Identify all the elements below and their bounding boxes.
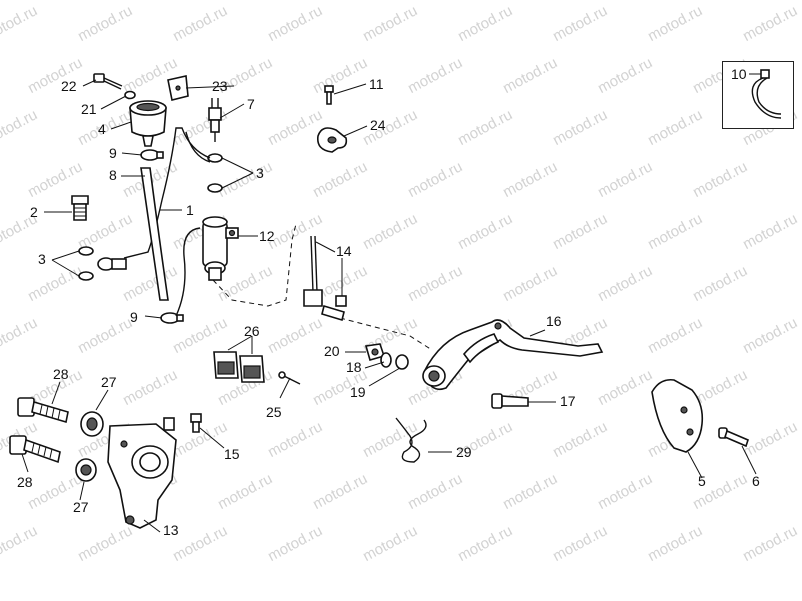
callout-13: 13 (163, 522, 179, 538)
hose-clip (316, 127, 348, 153)
callout-7: 7 (247, 96, 255, 112)
callout-11: 11 (369, 76, 384, 92)
callout-5: 5 (698, 473, 706, 489)
rear-master-cylinder (202, 216, 239, 281)
leader-lines (21, 79, 757, 533)
callout-27-upper: 27 (101, 374, 117, 390)
callout-6: 6 (752, 473, 760, 489)
brake-light-switch (208, 98, 222, 142)
pedal-pivot-bolt (491, 393, 529, 409)
callout-9-upper: 9 (109, 145, 117, 161)
callout-12: 12 (259, 228, 275, 244)
callout-25: 25 (266, 404, 282, 420)
sealing-washer-upper-2 (207, 183, 223, 193)
callout-23: 23 (212, 78, 228, 94)
sealing-washer-upper-1 (207, 153, 223, 163)
rear-brake-caliper (107, 417, 177, 529)
cable-tie-drawing (749, 69, 782, 119)
hose-clamp-upper (140, 149, 164, 161)
small-screw (324, 85, 334, 105)
callout-4: 4 (98, 121, 106, 137)
callout-14: 14 (336, 243, 352, 259)
brake-pedal (422, 319, 604, 391)
callout-29: 29 (456, 444, 472, 460)
callout-19: 19 (350, 384, 366, 400)
callout-26: 26 (244, 323, 260, 339)
callout-3-upper: 3 (256, 165, 264, 181)
callout-21: 21 (81, 101, 97, 117)
heel-guard-screw (718, 427, 749, 448)
callout-16: 16 (546, 313, 562, 329)
callout-17: 17 (560, 393, 576, 409)
reservoir-cap-screw (93, 73, 123, 90)
pedal-washer-inner (380, 352, 392, 368)
pedal-washer-outer (395, 354, 409, 370)
bleed-screw (190, 413, 202, 433)
reservoir-bracket (167, 75, 189, 101)
callout-24: 24 (370, 117, 386, 133)
caliper-bolt-upper (17, 397, 69, 424)
caliper-bolt-lower (9, 435, 61, 464)
callout-9-lower: 9 (130, 309, 138, 325)
caliper-bushing-upper (80, 411, 104, 437)
callout-10: 10 (731, 66, 747, 82)
callout-2: 2 (30, 204, 38, 220)
callout-28-lower: 28 (17, 474, 33, 490)
callout-18: 18 (346, 359, 362, 375)
callout-3-lower: 3 (38, 251, 46, 267)
reservoir-hose (140, 167, 169, 301)
caliper-bushing-lower (75, 458, 97, 482)
brake-fluid-reservoir (129, 100, 167, 147)
inset-box-part-10: 10 (722, 61, 794, 129)
brake-pad-set (213, 351, 265, 383)
push-rod-assembly (303, 235, 347, 322)
callout-22: 22 (61, 78, 77, 94)
brake-pipe (123, 127, 211, 259)
callout-8: 8 (109, 167, 117, 183)
banjo-fitting (97, 257, 127, 271)
callout-28-upper: 28 (53, 366, 69, 382)
sealing-washer-lower-2 (78, 271, 94, 281)
callout-15: 15 (224, 446, 240, 462)
sealing-washer-lower-1 (78, 246, 94, 256)
heel-guard (651, 378, 704, 453)
banjo-bolt (71, 195, 89, 221)
callout-1: 1 (186, 202, 194, 218)
callout-20: 20 (324, 343, 340, 359)
pedal-return-spring (395, 417, 427, 463)
callout-27-lower: 27 (73, 499, 89, 515)
reservoir-washer (124, 90, 136, 100)
hose-clamp-lower (160, 312, 184, 324)
